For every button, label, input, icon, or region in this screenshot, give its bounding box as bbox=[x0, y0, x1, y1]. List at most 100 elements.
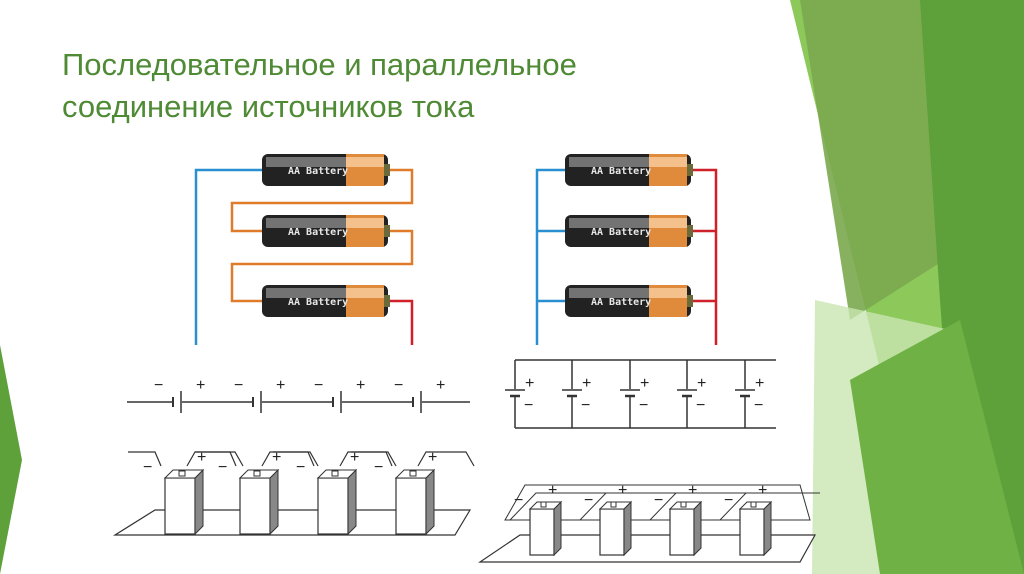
plus-sign: + bbox=[436, 377, 445, 394]
title-line-2: соединение источников тока bbox=[62, 89, 475, 124]
cell-side bbox=[623, 500, 632, 557]
connector-wire bbox=[351, 451, 393, 467]
cell-terminal bbox=[253, 470, 261, 477]
parallel-battery: AA Battery bbox=[565, 285, 693, 317]
parallel-battery: AA Battery bbox=[565, 154, 693, 186]
series-battery: AA Battery bbox=[262, 154, 390, 186]
battery-label: AA Battery bbox=[591, 227, 651, 238]
cell-gap bbox=[562, 389, 582, 397]
plus-sign: + bbox=[582, 375, 591, 392]
wire-negative bbox=[194, 168, 262, 345]
cell-front bbox=[669, 508, 695, 556]
battery-label: AA Battery bbox=[288, 227, 348, 238]
cell-front bbox=[164, 477, 196, 535]
board bbox=[478, 534, 817, 563]
cell-front bbox=[395, 477, 427, 535]
wire-negative-bus bbox=[535, 168, 565, 345]
cell-terminal bbox=[331, 470, 339, 477]
series-battery: AA Battery bbox=[262, 215, 390, 247]
battery-cap-highlight bbox=[346, 288, 384, 298]
battery-highlight bbox=[266, 218, 346, 228]
cell-terminal bbox=[540, 501, 547, 508]
minus-sign: − bbox=[234, 377, 243, 394]
battery-highlight bbox=[569, 218, 649, 228]
green-shape-4 bbox=[850, 320, 1024, 574]
cell-side bbox=[553, 500, 562, 557]
cell-front bbox=[739, 508, 765, 556]
battery-cap-highlight bbox=[649, 157, 687, 167]
battery-label: AA Battery bbox=[288, 297, 348, 308]
battery-terminal bbox=[687, 225, 693, 237]
connector-wire bbox=[649, 492, 750, 521]
battery-highlight bbox=[569, 288, 649, 298]
battery-cap-highlight bbox=[649, 218, 687, 228]
cell-terminal bbox=[610, 501, 617, 508]
cell-gap bbox=[252, 394, 262, 410]
plus-sign: + bbox=[272, 449, 281, 466]
plus-sign: + bbox=[276, 377, 285, 394]
parallel-battery: AA Battery bbox=[565, 215, 693, 247]
cell-gap bbox=[412, 394, 422, 410]
battery-highlight bbox=[266, 288, 346, 298]
cell-front bbox=[239, 477, 271, 535]
plus-sign: + bbox=[755, 375, 764, 392]
plus-sign: + bbox=[548, 482, 557, 499]
minus-sign: − bbox=[218, 459, 227, 476]
minus-sign: − bbox=[314, 377, 323, 394]
cell-gap bbox=[332, 394, 342, 410]
connector-wire bbox=[339, 451, 397, 467]
battery-label: AA Battery bbox=[288, 166, 348, 177]
minus-sign: − bbox=[584, 492, 593, 509]
connector-wire bbox=[719, 492, 820, 521]
green-shape-1 bbox=[800, 0, 960, 320]
cell-terminal bbox=[178, 470, 186, 477]
connector-wire bbox=[261, 451, 319, 467]
cell-side bbox=[347, 468, 357, 536]
minus-sign: − bbox=[374, 459, 383, 476]
cell-side bbox=[425, 468, 435, 536]
plus-sign: + bbox=[688, 482, 697, 499]
minus-sign: − bbox=[143, 459, 152, 476]
battery-terminal bbox=[384, 164, 390, 176]
battery-cap-highlight bbox=[346, 157, 384, 167]
cell-side bbox=[269, 468, 279, 536]
series-battery: AA Battery bbox=[262, 285, 390, 317]
minus-sign: − bbox=[581, 397, 590, 414]
connector-wire bbox=[195, 451, 237, 467]
cell-gap bbox=[620, 389, 640, 397]
cell-terminal bbox=[680, 501, 687, 508]
cell-front bbox=[317, 477, 349, 535]
connector-wire bbox=[579, 492, 680, 521]
minus-sign: − bbox=[696, 397, 705, 414]
cell-front bbox=[529, 508, 555, 556]
plus-sign: + bbox=[196, 377, 205, 394]
cell-side bbox=[194, 468, 204, 536]
connector-wire bbox=[417, 451, 475, 467]
battery-cap-highlight bbox=[649, 288, 687, 298]
wire-link bbox=[230, 168, 414, 233]
plus-sign: + bbox=[428, 449, 437, 466]
minus-sign: − bbox=[154, 377, 163, 394]
plus-sign: + bbox=[618, 482, 627, 499]
title-line-1: Последовательное и параллельное bbox=[62, 47, 577, 82]
plus-sign: + bbox=[697, 375, 706, 392]
connector-wire bbox=[509, 492, 610, 521]
board bbox=[112, 509, 472, 536]
plus-sign: + bbox=[525, 375, 534, 392]
battery-highlight bbox=[569, 157, 649, 167]
connector-wire bbox=[273, 451, 315, 467]
wire-link bbox=[230, 229, 414, 303]
minus-sign: − bbox=[639, 397, 648, 414]
cell-gap bbox=[677, 389, 697, 397]
minus-sign: − bbox=[724, 492, 733, 509]
minus-sign: − bbox=[296, 459, 305, 476]
battery-cap-highlight bbox=[346, 218, 384, 228]
parallel-plate-lower bbox=[504, 484, 811, 521]
battery-label: AA Battery bbox=[591, 297, 651, 308]
battery-label: AA Battery bbox=[591, 166, 651, 177]
minus-sign: − bbox=[524, 397, 533, 414]
cell-side bbox=[693, 500, 702, 557]
plus-sign: + bbox=[640, 375, 649, 392]
